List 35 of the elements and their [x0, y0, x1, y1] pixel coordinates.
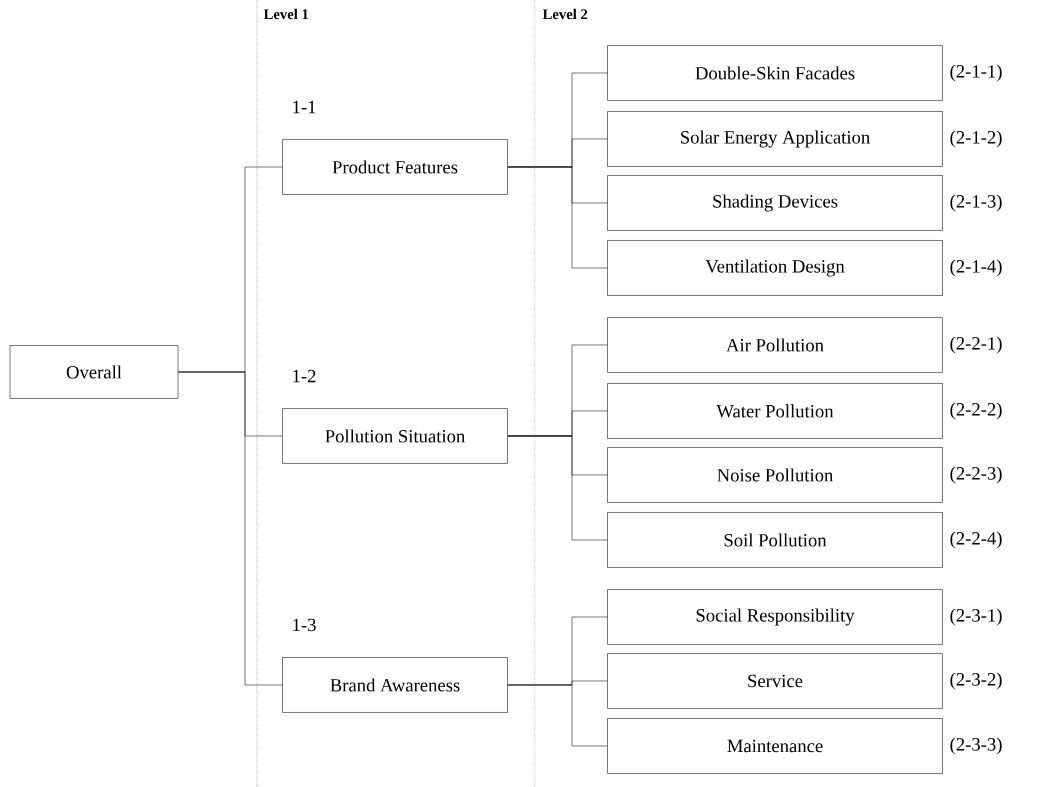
connector: [507, 435, 608, 541]
level-heading: Level 1: [263, 8, 309, 20]
box: Product Features: [282, 139, 508, 195]
box: Brand Awareness: [282, 657, 508, 713]
box: Pollution Situation: [282, 408, 508, 464]
node-number: (2-1-2): [950, 130, 1002, 148]
box: Shading Devices: [607, 175, 943, 231]
node-number: (2-3-2): [950, 672, 1002, 690]
node-number: 1-3: [293, 618, 316, 632]
node-number: (2-2-2): [950, 402, 1002, 420]
box: Maintenance: [607, 718, 943, 774]
connector: [507, 166, 608, 269]
box: Noise Pollution: [607, 447, 943, 503]
node-number: (2-2-3): [950, 466, 1002, 484]
node-number: (2-2-4): [950, 531, 1002, 549]
node-number: (2-3-1): [950, 608, 1002, 626]
node-number: (2-3-3): [950, 737, 1002, 755]
node-number: (2-1-1): [950, 64, 1002, 82]
box: Ventilation Design: [607, 240, 943, 296]
connector: [507, 684, 608, 747]
node-number: (2-2-1): [950, 336, 1002, 354]
box: Solar Energy Application: [607, 111, 943, 167]
node-number: 1-2: [293, 369, 316, 383]
node-number: 1-1: [293, 100, 316, 114]
box: Soil Pollution: [607, 512, 943, 568]
node-number: (2-1-4): [950, 259, 1002, 277]
box: Air Pollution: [607, 317, 943, 373]
box: Social Responsibility: [607, 589, 943, 645]
box: Service: [607, 653, 943, 709]
node-number: (2-1-3): [950, 194, 1002, 212]
box: Water Pollution: [607, 383, 943, 439]
level-heading: Level 2: [542, 8, 588, 20]
box: Overall: [9, 345, 179, 399]
box: Double-Skin Facades: [607, 45, 943, 101]
connector: [178, 371, 283, 686]
